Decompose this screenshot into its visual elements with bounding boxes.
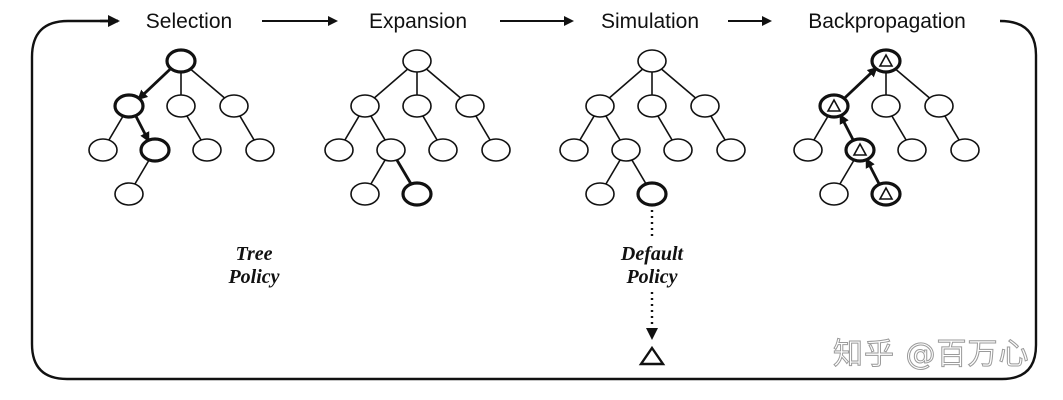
tree-node [376, 138, 406, 162]
stage-label-selection: Selection [146, 10, 232, 33]
tree-node [350, 94, 380, 118]
highlighted-tree-node [139, 137, 171, 163]
stage-label-simulation: Simulation [601, 10, 699, 33]
tree-node [559, 138, 589, 162]
highlighted-tree-node [113, 93, 145, 119]
tree-node [897, 138, 927, 162]
tree-node [324, 138, 354, 162]
tree-node [819, 182, 849, 206]
tree-node [350, 182, 380, 206]
tree-selection [88, 48, 275, 206]
tree-node [455, 94, 485, 118]
tree-node [585, 182, 615, 206]
value-triangle-icon [852, 142, 868, 156]
path-arrow [133, 113, 150, 143]
tree-node [402, 94, 432, 118]
default-policy-arrowhead [646, 328, 658, 340]
tree-node [481, 138, 511, 162]
tree-node [663, 138, 693, 162]
tree-node [793, 138, 823, 162]
tree-node [219, 94, 249, 118]
highlighted-tree-node [401, 181, 433, 207]
tree-node [402, 49, 432, 73]
tree-simulation [559, 49, 746, 207]
path-arrow [137, 66, 173, 101]
default-policy-label-line1: Default [620, 243, 685, 265]
tree-node [637, 49, 667, 73]
stage-label-expansion: Expansion [369, 10, 467, 33]
tree-backpropagation [793, 48, 980, 207]
value-triangle-icon [878, 53, 894, 67]
tree-node [950, 138, 980, 162]
tree-node [245, 138, 275, 162]
tree-policy-label-line1: Tree [235, 243, 272, 265]
tree-expansion [324, 49, 511, 207]
tree-node [88, 138, 118, 162]
default-policy-label-line2: Policy [625, 266, 677, 288]
tree-node [716, 138, 746, 162]
tree-policy-label-line2: Policy [227, 266, 279, 288]
watermark: 知乎 @百万心 [833, 337, 1030, 372]
path-arrow [842, 66, 878, 101]
value-triangle-icon [878, 186, 894, 200]
highlighted-tree-node [165, 48, 197, 74]
tree-node [690, 94, 720, 118]
terminal-value-triangle-icon [638, 345, 666, 366]
tree-node [585, 94, 615, 118]
tree-node [871, 94, 901, 118]
tree-node [637, 94, 667, 118]
cycle-loop-border [30, 19, 1038, 381]
tree-node [192, 138, 222, 162]
path-arrow [839, 113, 856, 143]
tree-node [428, 138, 458, 162]
path-arrow [865, 157, 882, 187]
highlighted-tree-node [636, 181, 668, 207]
tree-node [166, 94, 196, 118]
stage-label-backpropagation: Backpropagation [808, 10, 966, 33]
tree-node [114, 182, 144, 206]
tree-node [924, 94, 954, 118]
tree-node [611, 138, 641, 162]
value-triangle-icon [826, 98, 842, 112]
